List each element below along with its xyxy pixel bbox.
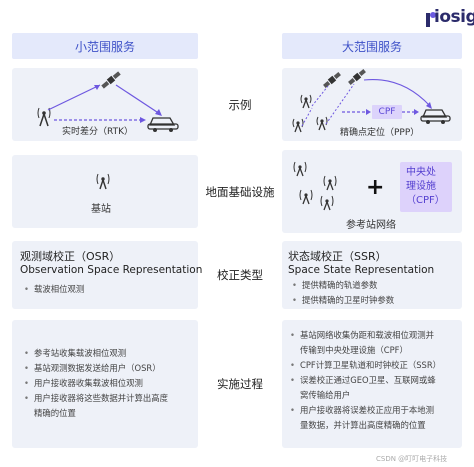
list-item: 基站观测数据发送给用户（OSR） [22,361,168,376]
car-icon [420,109,451,124]
reference-network-label: 参考站网络 [346,220,396,231]
tower-icon [320,195,334,211]
example-right-card: CPF 精确点定位（PPP） [282,68,462,141]
tower-icon [323,175,337,191]
arrowhead-icon [366,109,371,115]
arrowhead-icon [414,109,419,115]
sat-to-car-curve [363,78,431,107]
base-station-diagram [96,173,110,190]
ppp-caption: 精确点定位（PPP） [340,128,420,138]
list-item: 用户接收器将这些数据并计算出高度 [22,391,168,406]
infrastructure-right-card: + 中央处 理设施 （CPF） 参考站网络 [282,150,462,233]
row-label-correction: 校正类型 [217,268,263,282]
tower-link-line [325,83,355,125]
arrowhead-icon [155,109,162,116]
cpf-box: CPF [372,105,402,119]
satellite-icon [323,72,341,88]
arrowhead-icon [140,117,146,123]
infrastructure-left-card: 基站 [12,155,198,228]
ppp-diagram [292,69,451,133]
process-right-list: 基站网络收集伪距和载波相位观测并 传输到中央处理设施（CPF） CPF计算卫星轨… [288,328,441,433]
list-item: 载波相位观测 [22,282,84,297]
header-small-range: 小范围服务 [12,33,198,59]
process-right-card: 基站网络收集伪距和载波相位观测并 传输到中央处理设施（CPF） CPF计算卫星轨… [282,320,462,448]
osr-title-en: Observation Space Representation [20,264,203,276]
arrowhead-icon [94,85,100,90]
list-item: 误差校正通过GEO卫星、互联网或蜂 [288,373,441,388]
central-line-3: （CPF） [406,195,445,206]
example-left-card: 实时差分（RTK） [12,68,198,141]
ssr-title-en: Space State Representation [288,264,435,276]
base-station-label: 基站 [91,204,111,215]
logo-mark-icon [426,12,436,27]
osr-bullet-list: 载波相位观测 [22,282,84,297]
header-large-range: 大范围服务 [282,33,462,59]
watermark: CSDN @叮叮电子科技 [376,455,448,463]
tower-icon [316,116,328,131]
tower-icon [292,118,304,133]
satellite-icon [348,69,366,85]
plus-icon: + [366,175,385,200]
process-left-list: 参考站收集载波相位观测 基站观测数据发送给用户（OSR） 用户接收器收集载波相位… [22,346,168,421]
list-item: 提供精确的轨道参数 [290,278,394,293]
logo-text: iosight [434,7,474,27]
osr-title-cn: 观测域校正（OSR） [20,250,121,263]
row-label-process: 实施过程 [217,377,263,391]
list-item: 量数据，并计算出高度精确的位置 [300,420,426,430]
list-item: 参考站收集载波相位观测 [22,346,168,361]
rtk-diagram [37,71,179,132]
list-item: 用户接收器将误差校正应用于本地测 [288,403,441,418]
tower-icon [300,94,312,109]
sat-to-car-line [115,84,161,115]
central-processing-box: 中央处 理设施 （CPF） [400,162,452,212]
list-item: 基站网络收集伪距和载波相位观测并 [288,328,441,343]
ssr-title-cn: 状态域校正（SSR） [288,250,387,263]
rtk-caption: 实时差分（RTK） [62,127,133,137]
tower-icon [299,189,313,205]
list-item: 窝传输给用户 [300,390,351,400]
row-label-infrastructure: 地面基础设施 [205,184,275,199]
tower-link-line [301,107,313,127]
tower-icon [96,173,110,190]
tower-icon [37,107,51,127]
ssr-bullet-list: 提供精确的轨道参数 提供精确的卫星时钟参数 [290,278,394,308]
brand-logo: iosight [424,7,474,32]
correction-left-card: 观测域校正（OSR） Observation Space Representat… [12,241,202,309]
reference-network-diagram [293,161,337,211]
list-item: CPF计算卫星轨道和时钟校正（SSR） [288,358,441,373]
sat-to-tower-line [47,84,101,111]
arrowhead-icon [426,102,432,109]
list-item: 精确的位置 [34,408,76,418]
car-icon [147,117,179,132]
process-left-card: 参考站收集载波相位观测 基站观测数据发送给用户（OSR） 用户接收器收集载波相位… [12,320,198,448]
row-label-example: 示例 [228,97,252,112]
central-line-2: 理设施 [406,181,436,192]
correction-right-card: 状态域校正（SSR） Space State Representation 提供… [282,241,462,309]
tower-link-line [311,85,329,107]
central-line-1: 中央处 [406,167,436,178]
list-item: 用户接收器收集载波相位观测 [22,376,168,391]
list-item: 传输到中央处理设施（CPF） [300,345,408,355]
list-item: 提供精确的卫星时钟参数 [290,293,394,308]
tower-icon [293,161,307,177]
satellite-icon [101,71,121,89]
